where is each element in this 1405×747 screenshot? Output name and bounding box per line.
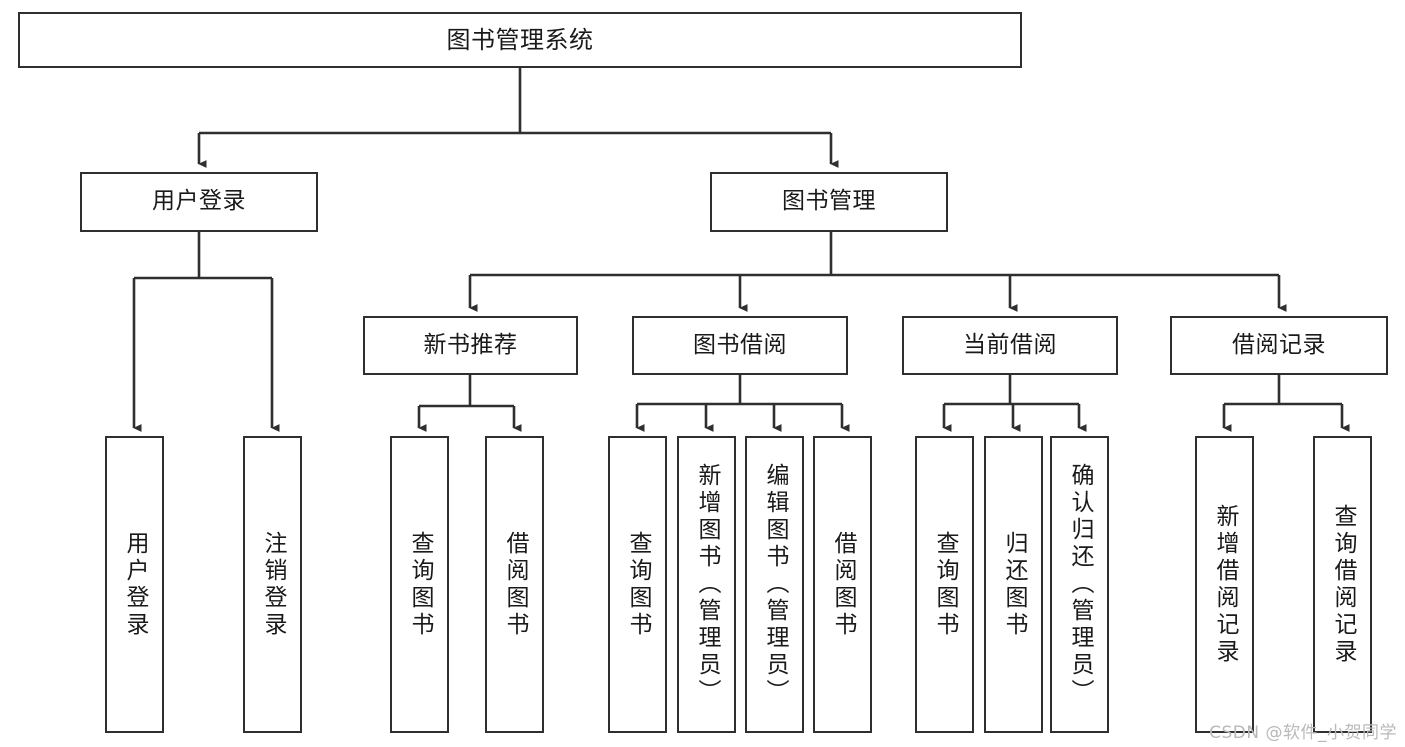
leaf-query-book-borrow[interactable]: 查询图书 [608, 436, 667, 733]
leaf-add-book-admin[interactable]: 新增图书（管理员） [677, 436, 736, 733]
leaf-query-borrow-record[interactable]: 查询借阅记录 [1313, 436, 1372, 733]
node-label: 新增图书（管理员） [694, 463, 720, 706]
node-label: 图书管理系统 [446, 25, 594, 54]
leaf-borrow-book-recommend[interactable]: 借阅图书 [485, 436, 544, 733]
leaf-edit-book-admin[interactable]: 编辑图书（管理员） [745, 436, 804, 733]
leaf-borrow-book[interactable]: 借阅图书 [813, 436, 872, 733]
node-label: 当前借阅 [963, 331, 1057, 358]
leaf-confirm-return-admin[interactable]: 确认归还（管理员） [1050, 436, 1109, 733]
node-label: 注销登录 [260, 530, 286, 639]
node-label: 查询图书 [625, 530, 651, 639]
node-label: 查询借阅记录 [1330, 503, 1356, 666]
leaf-return-book[interactable]: 归还图书 [984, 436, 1043, 733]
leaf-query-book-recommend[interactable]: 查询图书 [390, 436, 449, 733]
leaf-user-logout[interactable]: 注销登录 [243, 436, 302, 733]
node-borrow-record[interactable]: 借阅记录 [1170, 316, 1388, 375]
node-label: 借阅图书 [502, 530, 528, 639]
node-label: 新增借阅记录 [1212, 503, 1238, 666]
node-label: 借阅图书 [830, 530, 856, 639]
node-label: 用户登录 [122, 530, 148, 639]
node-label: 图书管理 [782, 188, 876, 215]
node-label: 查询图书 [407, 530, 433, 639]
node-label: 编辑图书（管理员） [762, 463, 788, 706]
node-book-borrow[interactable]: 图书借阅 [632, 316, 848, 375]
node-label: 归还图书 [1001, 530, 1027, 639]
node-book-management[interactable]: 图书管理 [710, 172, 948, 232]
node-label: 新书推荐 [423, 331, 518, 358]
csdn-watermark: CSDN @软件_小贺同学 [1209, 723, 1397, 743]
leaf-add-borrow-record[interactable]: 新增借阅记录 [1195, 436, 1254, 733]
node-current-borrow[interactable]: 当前借阅 [902, 316, 1118, 375]
leaf-query-book-current[interactable]: 查询图书 [915, 436, 974, 733]
node-new-book-recommend[interactable]: 新书推荐 [363, 316, 578, 375]
node-label: 借阅记录 [1232, 331, 1326, 358]
node-label: 图书借阅 [693, 331, 787, 358]
node-user-login[interactable]: 用户登录 [80, 172, 318, 232]
node-label: 查询图书 [932, 530, 958, 639]
node-label: 用户登录 [152, 188, 246, 215]
node-root-system[interactable]: 图书管理系统 [18, 12, 1022, 68]
node-label: 确认归还（管理员） [1067, 463, 1093, 706]
leaf-user-login[interactable]: 用户登录 [105, 436, 164, 733]
